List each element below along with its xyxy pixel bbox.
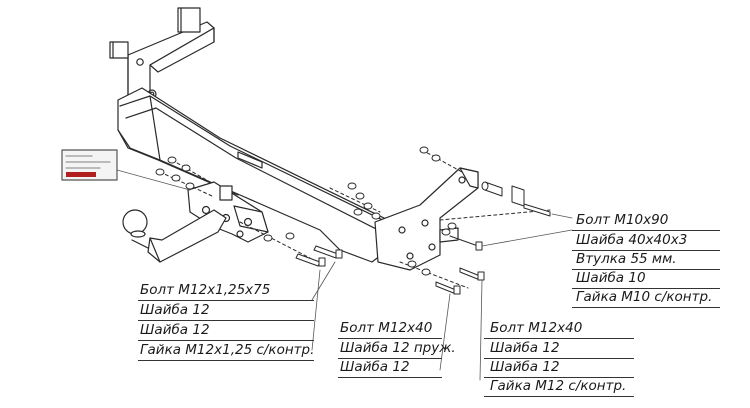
underline: [138, 300, 314, 301]
fastener-stack-m10: [439, 181, 551, 251]
underline: [484, 396, 634, 397]
label-ur-5: Гайка М10 с/контр.: [576, 289, 713, 305]
label-ur-1: Болт М10х90: [576, 212, 669, 228]
fastener-stack-ul: [155, 156, 213, 197]
label-center-1: Болт М12х40: [340, 320, 433, 336]
fasteners: [155, 146, 551, 295]
label-lr-3: Шайба 12: [490, 359, 560, 375]
fastener-stack-ur: [419, 146, 463, 173]
leader-left: [311, 269, 321, 351]
underline: [338, 338, 442, 339]
label-center-3: Шайба 12: [340, 359, 410, 375]
right-side-plate: [374, 167, 479, 271]
underline: [484, 338, 634, 339]
leader-lower-right: [479, 279, 483, 381]
underline: [572, 269, 720, 270]
label-left-1: Болт М12х1,25х75: [140, 282, 271, 298]
upper-bracket: [109, 7, 215, 99]
underline: [484, 377, 634, 378]
label-left-4: Гайка М12х1,25 с/контр.: [140, 342, 315, 358]
label-lr-2: Шайба 12: [490, 340, 560, 356]
label-lr-1: Болт М12х40: [490, 320, 583, 336]
label-left-2: Шайба 12: [140, 302, 210, 318]
underline: [138, 360, 314, 361]
label-lr-4: Гайка М12 с/контр.: [490, 378, 627, 394]
fastener-stack-c: [329, 182, 381, 220]
label-ur-4: Шайба 10: [576, 270, 646, 286]
leader-upper-right: [481, 229, 573, 247]
fastener-stack-lr: [399, 260, 485, 295]
label-left-3: Шайба 12: [140, 322, 210, 338]
underline: [572, 307, 720, 308]
left-side-plate: [187, 181, 269, 243]
underline: [338, 358, 442, 359]
leader-lines: [311, 213, 573, 381]
underline: [138, 340, 314, 341]
underline: [572, 288, 720, 289]
fastener-stack-ll: [239, 221, 343, 267]
tow-ball: [122, 209, 227, 263]
label-ur-3: Втулка 55 мм.: [576, 251, 677, 267]
underline: [572, 250, 720, 251]
underline: [572, 230, 720, 231]
leader-center: [439, 293, 451, 371]
nameplate: [61, 149, 191, 191]
underline: [138, 320, 314, 321]
underline: [338, 377, 442, 378]
label-center-2: Шайба 12 пруж.: [340, 340, 456, 356]
underline: [484, 358, 634, 359]
label-ur-2: Шайба 40х40х3: [576, 232, 688, 248]
